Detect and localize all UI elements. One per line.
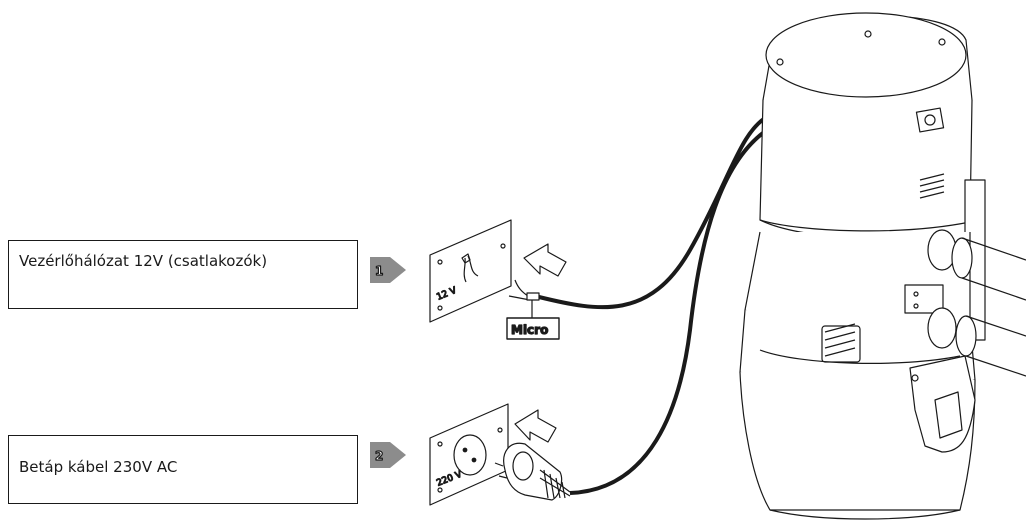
insertion-arrow-2 xyxy=(514,409,557,443)
power-plug xyxy=(494,442,571,501)
step-number-2: 2 xyxy=(375,449,383,463)
wall-plate-220v: 220 V xyxy=(429,403,509,506)
central-vacuum-unit xyxy=(739,12,1026,520)
control-cable xyxy=(538,113,771,310)
callout-text-power-cable: Betáp kábel 230V AC xyxy=(19,458,178,476)
micro-connector: Micro xyxy=(506,279,560,340)
insertion-arrow-1 xyxy=(523,243,567,277)
step-badge-1: 1 xyxy=(370,257,406,283)
micro-label: Micro xyxy=(511,323,548,337)
wall-plate-12v: 12 V xyxy=(429,219,512,323)
callout-box-power-cable: Betáp kábel 230V AC xyxy=(8,435,358,504)
callout-text-control-network: Vezérlőhálózat 12V (csatlakozók) xyxy=(19,252,268,270)
power-cable xyxy=(569,126,772,495)
step-badge-2: 2 xyxy=(370,442,406,468)
callout-box-control-network: Vezérlőhálózat 12V (csatlakozók) xyxy=(8,240,358,309)
step-number-1: 1 xyxy=(375,264,383,278)
